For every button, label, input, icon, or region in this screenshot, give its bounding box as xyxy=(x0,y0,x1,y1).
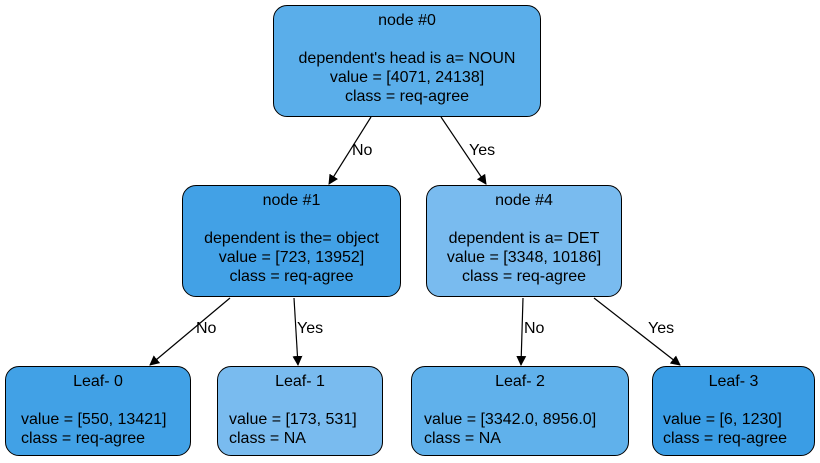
leaf-title: Leaf- 2 xyxy=(495,373,545,390)
node-title: node #1 xyxy=(262,192,321,209)
leaf-title: Leaf- 1 xyxy=(275,373,325,390)
node-condition: dependent is the= object xyxy=(204,230,379,247)
node-title: node #0 xyxy=(378,12,436,29)
tree-node-0: node #0 dependent's head is a= NOUN valu… xyxy=(273,5,541,117)
leaf-class: class = req-agree xyxy=(21,430,146,447)
node-class: class = req-agree xyxy=(344,88,470,105)
leaf-title: Leaf- 3 xyxy=(708,373,759,390)
tree-leaf-2: Leaf- 2 value = [3342.0, 8956.0] class =… xyxy=(411,366,629,456)
leaf-value: value = [550, 13421] xyxy=(21,411,167,428)
edge-label-node0-node4: Yes xyxy=(469,142,496,159)
edge-node4-leaf3 xyxy=(593,297,681,366)
node-title: node #4 xyxy=(495,192,553,209)
tree-leaf-1: Leaf- 1 value = [173, 531] class = NA xyxy=(217,366,383,456)
leaf-class: class = NA xyxy=(229,430,306,447)
tree-leaf-3: Leaf- 3 value = [6, 1230] class = req-ag… xyxy=(652,366,815,456)
edge-node0-node4 xyxy=(440,116,487,185)
node-condition: dependent's head is a= NOUN xyxy=(298,50,516,67)
edge-label-node1-leaf0: No xyxy=(196,320,217,337)
leaf-value: value = [3342.0, 8956.0] xyxy=(424,411,597,428)
edge-label-node4-leaf2: No xyxy=(524,320,545,337)
edge-label-node0-node1: No xyxy=(352,142,373,159)
leaf-class: class = NA xyxy=(424,430,501,447)
node-class: class = req-agree xyxy=(461,268,587,285)
edge-node4-leaf2 xyxy=(516,297,527,366)
edge-node1-leaf1 xyxy=(292,297,303,366)
node-value: value = [723, 13952] xyxy=(218,249,365,266)
node-value: value = [4071, 24138] xyxy=(329,69,485,86)
tree-node-1: node #1 dependent is the= object value =… xyxy=(182,185,401,297)
node-class: class = req-agree xyxy=(229,268,354,285)
leaf-class: class = req-agree xyxy=(663,430,788,447)
leaf-value: value = [6, 1230] xyxy=(663,411,782,428)
leaf-value: value = [173, 531] xyxy=(229,411,357,428)
tree-leaf-0: Leaf- 0 value = [550, 13421] class = req… xyxy=(5,366,191,456)
edge-label-node4-leaf3: Yes xyxy=(648,320,675,337)
edge-node0-node1 xyxy=(328,116,372,185)
leaf-title: Leaf- 0 xyxy=(73,373,123,390)
edge-label-node1-leaf1: Yes xyxy=(297,320,324,337)
node-value: value = [3348, 10186] xyxy=(446,249,602,266)
tree-node-4: node #4 dependent is a= DET value = [334… xyxy=(426,185,622,297)
node-condition: dependent is a= DET xyxy=(448,230,600,247)
edge-node1-leaf0 xyxy=(149,297,231,366)
